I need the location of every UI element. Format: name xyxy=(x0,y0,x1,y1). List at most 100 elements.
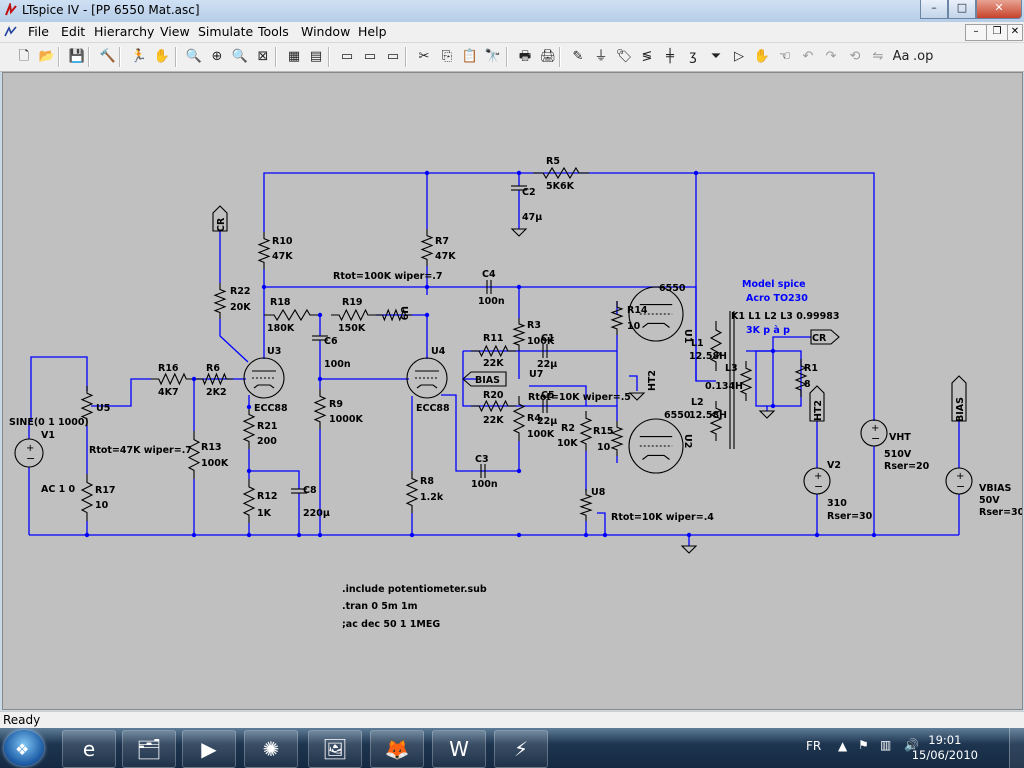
source-ref: VHT xyxy=(889,432,911,443)
clock[interactable]: 19:01 15/06/2010 xyxy=(912,733,978,763)
tile-vertical-icon[interactable]: ▭ xyxy=(363,49,377,64)
component-ref: R13 xyxy=(201,442,222,453)
wire-icon[interactable]: ✎ xyxy=(572,49,584,64)
menu-help[interactable]: Help xyxy=(358,24,387,39)
resistor-icon[interactable]: ≶ xyxy=(641,49,653,64)
inductor-icon[interactable]: ʒ xyxy=(689,49,697,64)
menu-view[interactable]: View xyxy=(160,24,190,39)
component-value: 22µ xyxy=(537,416,557,427)
minimize-button[interactable]: – xyxy=(920,0,948,19)
text-icon[interactable]: Aa xyxy=(892,49,910,64)
tile-horizontal-icon[interactable]: ▭ xyxy=(340,49,354,64)
junction xyxy=(261,284,267,290)
print-icon[interactable]: 🖨 xyxy=(539,49,557,64)
volume-icon[interactable]: 🔊 xyxy=(904,738,919,752)
component-ref: C3 xyxy=(475,454,489,465)
app-red-icon[interactable]: ✺ xyxy=(244,730,298,768)
menu-file[interactable]: File xyxy=(28,24,49,39)
save-icon[interactable]: 💾 xyxy=(68,49,86,64)
component-icon[interactable]: ▷ xyxy=(734,49,744,64)
new-schematic-icon[interactable]: 🗋 xyxy=(18,49,30,64)
component-ref: R7 xyxy=(435,236,449,247)
media-player-icon[interactable]: ▶ xyxy=(182,730,236,768)
net-flag xyxy=(951,375,967,422)
ground-icon[interactable]: ⏚ xyxy=(594,49,608,64)
print-setup-icon[interactable]: 🖶 xyxy=(518,49,532,64)
resistor-symbol xyxy=(709,321,723,371)
move-icon[interactable]: ✋ xyxy=(753,49,771,64)
word-icon[interactable]: W xyxy=(432,730,486,768)
mirror-icon[interactable]: ⇋ xyxy=(872,49,884,64)
component-value: 22µ xyxy=(537,359,557,370)
menu-tools[interactable]: Tools xyxy=(258,24,289,39)
mdi-close-button[interactable]: ✕ xyxy=(1007,24,1023,41)
network-icon[interactable]: ▥ xyxy=(880,738,892,752)
status-text: Ready xyxy=(3,713,41,727)
menu-edit[interactable]: Edit xyxy=(61,24,86,39)
junction xyxy=(246,468,252,474)
control-panel-icon[interactable]: 🔨 xyxy=(99,49,117,64)
tube-ref: U3 xyxy=(267,346,281,357)
document-icon[interactable] xyxy=(4,25,18,39)
close-button[interactable]: ✕ xyxy=(976,0,1022,19)
zoom-in-icon[interactable]: 🔍 xyxy=(185,49,203,64)
rotate-icon[interactable]: ⟲ xyxy=(849,49,861,64)
maximize-button[interactable]: □ xyxy=(948,0,976,19)
diode-icon[interactable]: ⏷ xyxy=(710,49,722,64)
component-ref: C5 xyxy=(541,390,555,401)
component-ref: C6 xyxy=(324,336,338,347)
menu-simulate[interactable]: Simulate xyxy=(198,24,254,39)
ltspice-icon[interactable]: ⚡ xyxy=(494,730,548,768)
explorer-icon[interactable]: 🗂 xyxy=(122,730,176,768)
pot-param: Rtot=47K wiper=.7 xyxy=(89,445,192,456)
waveform-icon[interactable]: ▦ xyxy=(287,49,301,64)
spice-directive-icon[interactable]: .op xyxy=(913,49,934,64)
mdi-restore-button[interactable]: ❐ xyxy=(986,24,1008,41)
ground-symbol xyxy=(510,228,528,237)
firefox-icon[interactable]: 🦊 xyxy=(370,730,424,768)
title-bar[interactable]: LTspice IV - [PP 6550 Mat.asc] – □ ✕ xyxy=(0,0,1024,23)
copy-icon[interactable]: ⎘ xyxy=(441,49,453,64)
capacitor-icon[interactable]: ╪ xyxy=(666,49,674,64)
source-ref: V2 xyxy=(827,460,841,471)
cascade-icon[interactable]: ▭ xyxy=(386,49,400,64)
minus-sign: − xyxy=(26,452,35,465)
halt-icon[interactable]: ✋ xyxy=(153,49,171,64)
cut-icon[interactable]: ✂ xyxy=(418,49,430,64)
action-center-icon[interactable]: ⚑ xyxy=(858,738,869,752)
show-desktop-button[interactable] xyxy=(1009,728,1024,768)
undo-icon[interactable]: ↶ xyxy=(802,49,814,64)
component-value: 1K xyxy=(257,508,272,519)
photo-viewer-icon[interactable]: 🖼 xyxy=(308,730,362,768)
start-button[interactable]: ❖ xyxy=(4,730,44,766)
mdi-minimize-button[interactable]: – xyxy=(965,24,987,41)
drag-icon[interactable]: ☜ xyxy=(779,49,791,64)
pan-icon[interactable]: ⊕ xyxy=(211,49,223,64)
junctions xyxy=(84,170,877,538)
zoom-fit-icon[interactable]: ⊠ xyxy=(257,49,269,64)
language-indicator[interactable]: FR xyxy=(806,739,822,753)
tray-expand-icon[interactable]: ▲ xyxy=(838,739,848,753)
junction xyxy=(424,284,430,290)
component-value: 22K xyxy=(483,358,504,369)
run-icon[interactable]: 🏃 xyxy=(130,49,148,64)
find-icon[interactable]: 🔭 xyxy=(484,49,502,64)
tube-type: ECC88 xyxy=(416,403,450,414)
junction xyxy=(317,532,323,538)
redo-icon[interactable]: ↷ xyxy=(825,49,837,64)
autoscale-icon[interactable]: ▤ xyxy=(309,49,323,64)
zoom-out-icon[interactable]: 🔍 xyxy=(231,49,249,64)
menu-window[interactable]: Window xyxy=(301,24,351,39)
component-ref: R9 xyxy=(329,399,343,410)
open-icon[interactable]: 📂 xyxy=(38,49,56,64)
net-label: HT2 xyxy=(647,370,658,391)
menu-hierarchy[interactable]: Hierarchy xyxy=(94,24,155,39)
paste-icon[interactable]: 📋 xyxy=(461,49,479,64)
label-net-icon[interactable]: 🏷 xyxy=(615,49,633,64)
ground-symbol xyxy=(628,392,646,401)
component-ref: R16 xyxy=(158,363,179,374)
ie-icon[interactable]: e xyxy=(62,730,116,768)
